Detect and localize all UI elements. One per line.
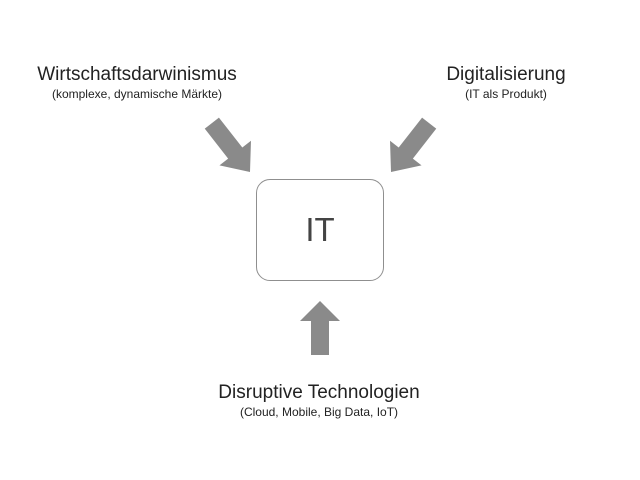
force-subtitle: (Cloud, Mobile, Big Data, IoT) bbox=[239, 405, 399, 419]
arrow-left-to-it bbox=[204, 117, 251, 172]
force-title: Wirtschaftsdarwinismus bbox=[37, 64, 237, 85]
force-title: Digitalisierung bbox=[446, 64, 566, 85]
arrow-bottom-to-it bbox=[300, 301, 340, 355]
force-wirtschaftsdarwinismus: Wirtschaftsdarwinismus (komplexe, dynami… bbox=[37, 64, 237, 101]
force-disruptive-technologien: Disruptive Technologien (Cloud, Mobile, … bbox=[218, 382, 419, 419]
force-subtitle: (komplexe, dynamische Märkte) bbox=[51, 87, 223, 101]
force-title: Disruptive Technologien bbox=[218, 382, 420, 403]
arrow-right-to-it bbox=[390, 117, 437, 172]
force-digitalisierung: Digitalisierung (IT als Produkt) bbox=[446, 64, 565, 101]
it-box: IT bbox=[256, 179, 384, 281]
it-label: IT bbox=[305, 211, 335, 248]
force-subtitle: (IT als Produkt) bbox=[465, 87, 547, 101]
